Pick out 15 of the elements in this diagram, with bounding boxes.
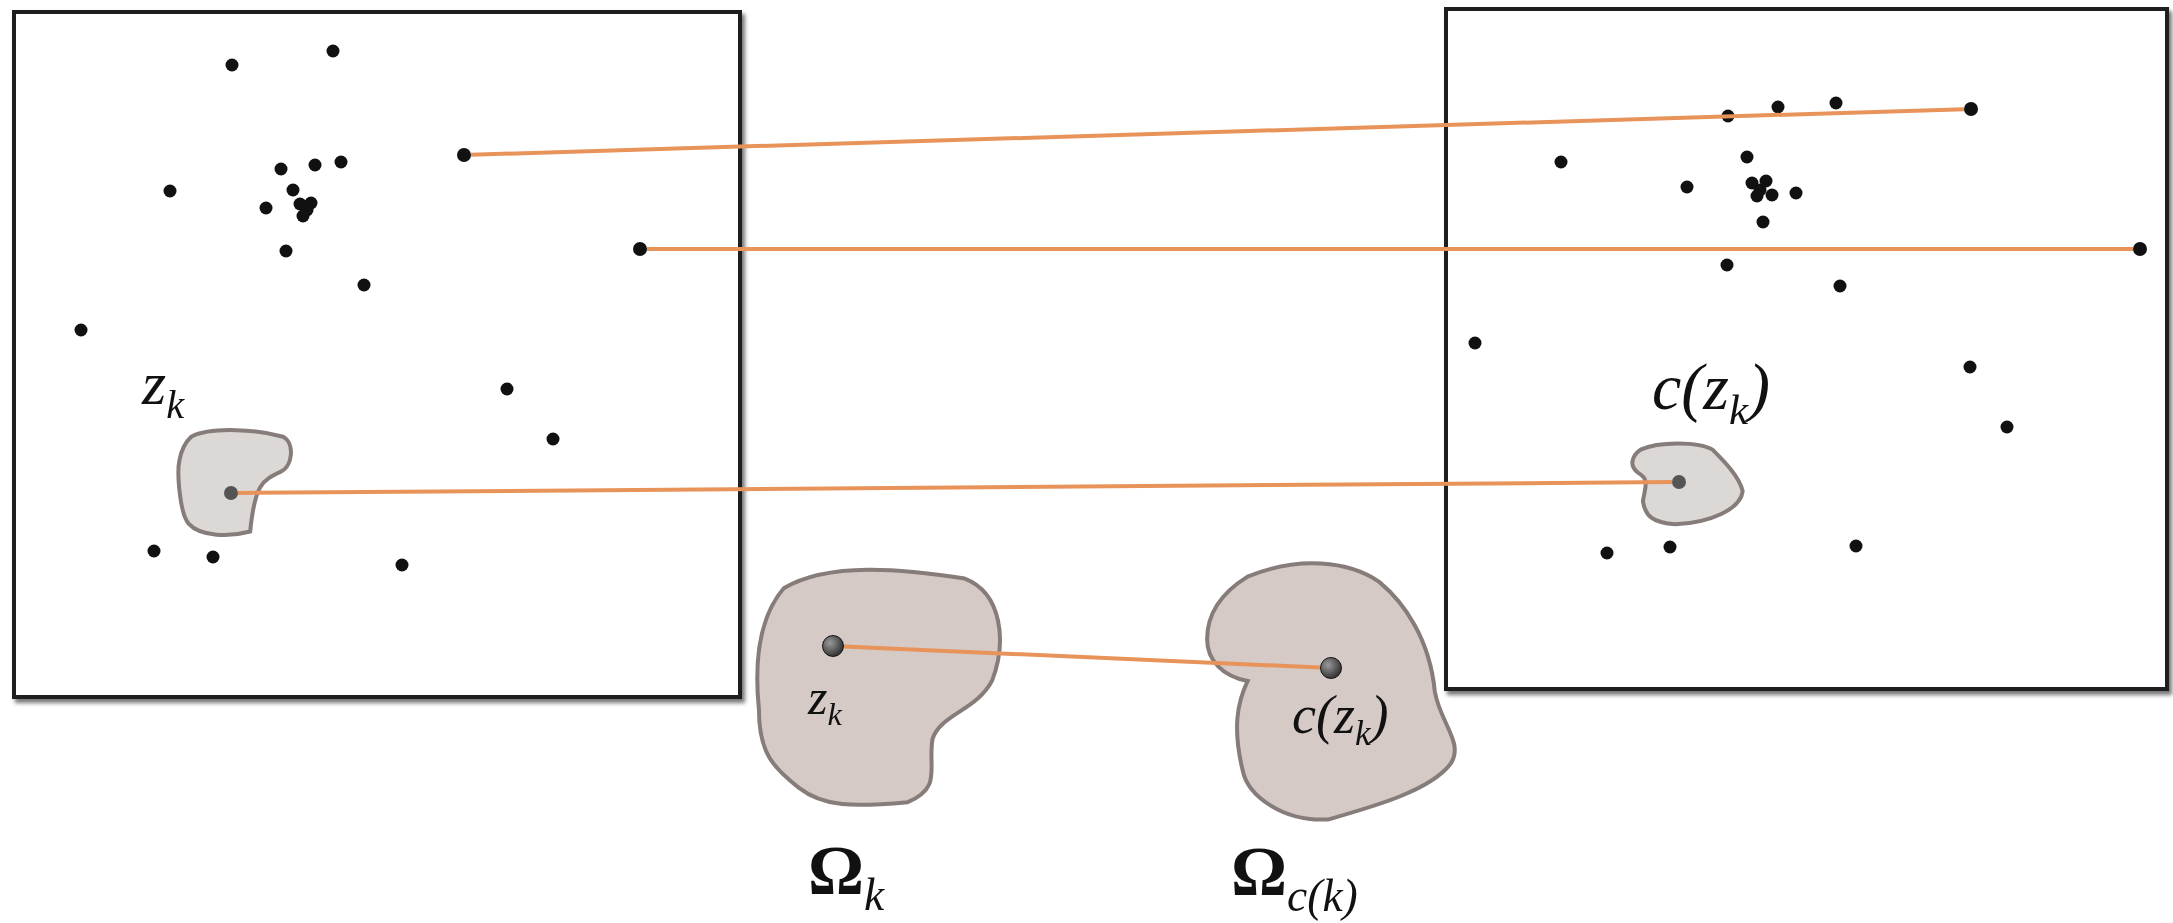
math-label: z$_{k}$ <box>808 672 842 731</box>
math-label: c(z$_{k}$) <box>1292 688 1389 752</box>
data-point <box>633 242 647 256</box>
correspondence-line <box>470 107 1965 157</box>
data-point <box>457 148 471 162</box>
correspondence-line <box>647 247 2133 251</box>
correspondence-line <box>843 644 1321 670</box>
image-panel <box>1444 7 2169 691</box>
data-point <box>2133 242 2147 256</box>
math-label: Ω$_{c(k)}$ <box>1231 837 1358 919</box>
math-label: z$_{k}$ <box>142 352 185 426</box>
image-panel <box>12 10 742 699</box>
math-label: c(z$_{k}$) <box>1652 354 1770 432</box>
math-label: Ω$_{k}$ <box>808 836 885 918</box>
data-point <box>1964 102 1978 116</box>
